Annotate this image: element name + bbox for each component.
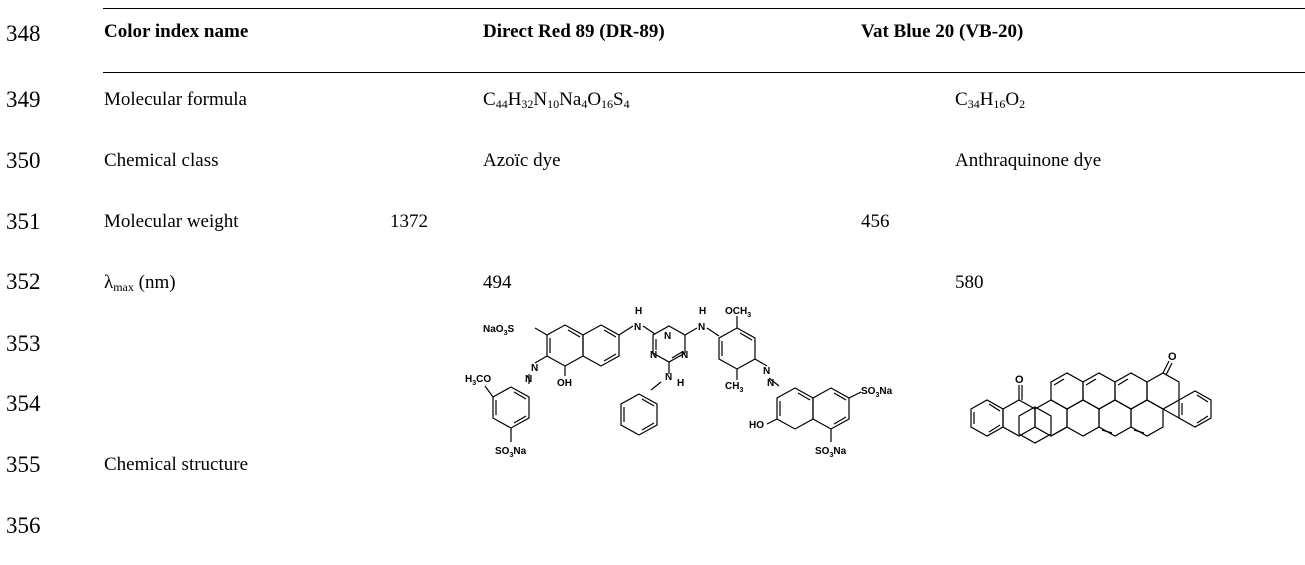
dr89-label-ch3: CH3 bbox=[725, 381, 743, 394]
vb20-label-o: O bbox=[1015, 374, 1024, 386]
header-vat-blue-20: Vat Blue 20 (VB-20) bbox=[861, 21, 1024, 42]
dr89-label-h: H bbox=[635, 306, 642, 317]
row-label-chemical-class: Chemical class bbox=[104, 150, 219, 171]
dr89-label-n: N bbox=[763, 366, 770, 377]
dr89-label-och3: OCH3 bbox=[725, 306, 751, 319]
line-number: 353 bbox=[6, 331, 41, 356]
dr89-label-n: N bbox=[698, 322, 705, 333]
dr89-chemical-structure: H N H N OCH3 NaO3S N N N H3CO N N OH N H… bbox=[465, 306, 893, 459]
table-top-rule bbox=[103, 8, 1305, 9]
dr89-label-h3co: H3CO bbox=[465, 374, 491, 387]
row-label-molecular-weight: Molecular weight bbox=[104, 211, 239, 232]
dr89-lambda-max: 494 bbox=[483, 272, 512, 293]
dr89-label-n: N bbox=[525, 374, 532, 385]
dr89-label-so3na-bottom: SO3Na bbox=[815, 446, 847, 459]
dr89-molecular-formula: C44H32N10Na4O16S4 bbox=[483, 89, 630, 111]
dr89-molecular-weight: 1372 bbox=[390, 211, 428, 232]
vb20-molecular-weight: 456 bbox=[861, 211, 890, 232]
dr89-label-so3na-right: SO3Na bbox=[861, 386, 893, 399]
table-header-rule bbox=[103, 72, 1305, 73]
dr89-label-n: N bbox=[650, 350, 657, 361]
dr89-label-oh: OH bbox=[557, 378, 572, 389]
vb20-molecular-formula: C34H16O2 bbox=[955, 89, 1026, 111]
line-number: 355 bbox=[6, 452, 41, 477]
row-label-lambda-max: λmax (nm) bbox=[104, 272, 176, 294]
dr89-label-n: N bbox=[767, 378, 774, 389]
line-number: 350 bbox=[6, 148, 41, 173]
line-number: 348 bbox=[6, 21, 41, 46]
line-number: 349 bbox=[6, 87, 41, 112]
line-number: 352 bbox=[6, 269, 41, 294]
dr89-label-n: N bbox=[531, 363, 538, 374]
dr89-label-n: N bbox=[634, 322, 641, 333]
dr89-label-h: H bbox=[699, 306, 706, 317]
line-number: 356 bbox=[6, 513, 41, 538]
header-direct-red-89: Direct Red 89 (DR-89) bbox=[483, 21, 665, 42]
line-number: 351 bbox=[6, 209, 41, 234]
vb20-chemical-structure: O O bbox=[970, 351, 1212, 444]
dr89-label-nh: N bbox=[665, 372, 672, 383]
header-color-index-name: Color index name bbox=[104, 21, 249, 42]
dr89-label-ho: HO bbox=[749, 420, 764, 431]
vb20-label-o: O bbox=[1168, 351, 1177, 363]
dr89-label-nh-h: H bbox=[677, 378, 684, 389]
dr89-label-naso3s: NaO3S bbox=[483, 324, 514, 337]
dr89-label-n: N bbox=[681, 350, 688, 361]
line-number: 354 bbox=[6, 391, 41, 416]
dr89-label-so3na-left: SO3Na bbox=[495, 446, 527, 459]
dr89-label-n: N bbox=[664, 331, 671, 342]
vb20-lambda-max: 580 bbox=[955, 272, 984, 293]
vb20-chemical-class: Anthraquinone dye bbox=[955, 150, 1102, 171]
row-label-chemical-structure: Chemical structure bbox=[104, 454, 249, 475]
row-label-molecular-formula: Molecular formula bbox=[104, 89, 247, 110]
dr89-chemical-class: Azoïc dye bbox=[483, 150, 561, 171]
